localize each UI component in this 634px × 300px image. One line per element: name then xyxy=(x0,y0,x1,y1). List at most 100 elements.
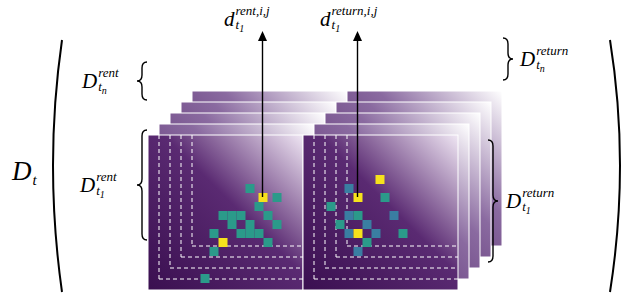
cell xyxy=(246,220,255,229)
superscript: return xyxy=(536,44,568,58)
cell xyxy=(210,229,219,238)
subscript: t xyxy=(522,199,526,214)
slice-edge xyxy=(314,135,315,279)
slice-edge xyxy=(192,246,303,247)
brackets xyxy=(53,38,620,292)
slice-edge xyxy=(159,279,303,280)
cell xyxy=(363,220,372,229)
math-label: Dt xyxy=(12,158,37,189)
math-label: dreturn,i,jt1 xyxy=(320,4,377,34)
slice-edge xyxy=(170,135,171,268)
symbol: D xyxy=(506,189,521,213)
script-stack: t xyxy=(33,172,37,189)
math-label: Drentt1 xyxy=(80,170,117,200)
subscript-group: t1 xyxy=(522,200,554,216)
slice-stack xyxy=(148,91,502,290)
math-label: Dreturnt1 xyxy=(506,186,554,216)
script-stack: renttn xyxy=(98,66,118,96)
math-label: Drenttn xyxy=(82,66,119,96)
script-stack: returntn xyxy=(536,44,568,74)
cell xyxy=(372,229,381,238)
subscript-group: tn xyxy=(98,80,118,96)
slice-edge xyxy=(336,135,337,257)
cell xyxy=(345,211,354,220)
cell xyxy=(255,229,264,238)
cell xyxy=(354,229,363,238)
cell xyxy=(264,238,273,247)
cell xyxy=(219,211,228,220)
cell xyxy=(210,247,219,256)
superscript: rent,i,j xyxy=(236,4,270,18)
cell xyxy=(354,211,363,220)
subscript-group: t xyxy=(33,172,37,189)
subscript-group: t1 xyxy=(236,18,270,34)
subscript-group: t1 xyxy=(96,184,116,200)
slice-edge xyxy=(170,268,303,269)
superscript: return,i,j xyxy=(332,4,378,18)
cell xyxy=(376,175,385,184)
demand-pixels xyxy=(201,175,408,283)
subscript: t xyxy=(96,183,100,198)
cell xyxy=(273,220,282,229)
cell xyxy=(381,193,390,202)
symbol: D xyxy=(12,156,32,186)
slice-edge xyxy=(192,135,193,246)
sub-subscript: 1 xyxy=(100,189,105,200)
cell xyxy=(399,229,408,238)
slice-edge xyxy=(336,257,458,258)
cell xyxy=(246,184,255,193)
symbol: d xyxy=(224,7,235,31)
sub-subscript: n xyxy=(102,85,107,96)
pointer-arrows xyxy=(258,31,362,197)
sub-subscript: 1 xyxy=(526,205,531,216)
symbol: d xyxy=(320,7,331,31)
cell xyxy=(390,211,399,220)
script-stack: returnt1 xyxy=(522,186,554,216)
cell xyxy=(237,229,246,238)
subscript: t xyxy=(536,57,540,72)
script-stack: rentt1 xyxy=(96,170,116,200)
cell xyxy=(273,193,282,202)
cell xyxy=(345,184,354,193)
symbol: D xyxy=(80,173,95,197)
superscript: return xyxy=(522,186,554,200)
script-stack: rent,i,jt1 xyxy=(236,4,270,34)
cell xyxy=(201,274,210,283)
sub-subscript: 1 xyxy=(335,23,340,34)
subscript: t xyxy=(236,17,240,32)
symbol: D xyxy=(520,47,535,71)
slice-edge xyxy=(314,279,458,280)
cell xyxy=(354,247,363,256)
sub-subscript: 1 xyxy=(239,23,244,34)
math-label: Dreturntn xyxy=(520,44,568,74)
script-stack: return,i,jt1 xyxy=(332,4,378,34)
sub-subscript: n xyxy=(540,63,545,74)
cell xyxy=(219,238,228,247)
slice-edge xyxy=(181,135,182,257)
subscript-group: t1 xyxy=(332,18,378,34)
symbol: D xyxy=(82,69,97,93)
cell xyxy=(264,211,273,220)
superscript: rent xyxy=(96,170,116,184)
cell xyxy=(345,229,354,238)
slice-edge xyxy=(325,135,326,268)
slice xyxy=(148,135,303,290)
cell xyxy=(336,220,345,229)
subscript-group: tn xyxy=(536,58,568,74)
slice-edge xyxy=(325,268,458,269)
subscript: t xyxy=(33,172,37,188)
math-label: drent,i,jt1 xyxy=(224,4,270,34)
subscript: t xyxy=(98,79,102,94)
slice-edge xyxy=(181,257,303,258)
slice xyxy=(303,135,458,290)
superscript: rent xyxy=(98,66,118,80)
cell xyxy=(327,202,336,211)
cell xyxy=(237,211,246,220)
subscript: t xyxy=(332,17,336,32)
cell xyxy=(246,229,255,238)
slice-edge xyxy=(159,135,160,279)
cell xyxy=(228,220,237,229)
cell xyxy=(363,238,372,247)
cell xyxy=(228,211,237,220)
